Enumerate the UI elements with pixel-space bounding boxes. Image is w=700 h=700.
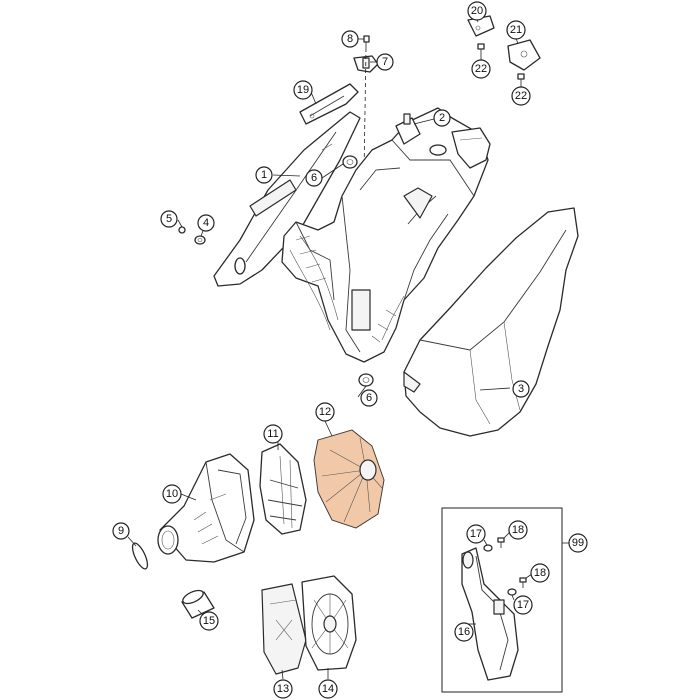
part-3-side-panel: [403, 207, 579, 437]
callout-18-a[interactable]: 18: [508, 520, 528, 540]
part-6-grommet-upper: [342, 155, 358, 169]
svg-text:18: 18: [534, 567, 546, 579]
callout-7[interactable]: 7: [376, 53, 394, 71]
airbox-housing: [281, 107, 491, 363]
part-17-washer-b: [507, 588, 517, 596]
part-1-side-cover: [213, 111, 361, 287]
part-11-filter-cage: [259, 443, 307, 535]
svg-text:6: 6: [366, 392, 372, 404]
callout-12[interactable]: 12: [315, 402, 335, 422]
svg-text:9: 9: [118, 525, 124, 537]
callout-99[interactable]: 99: [568, 533, 588, 553]
callout-6-lower[interactable]: 6: [360, 389, 378, 407]
part-15-sleeve: [181, 589, 215, 619]
part-14-filter-screen: [301, 575, 357, 671]
svg-text:16: 16: [458, 626, 470, 638]
callout-22-a[interactable]: 22: [471, 59, 491, 79]
callout-20[interactable]: 20: [467, 1, 487, 21]
callout-15[interactable]: 15: [199, 611, 219, 631]
svg-text:5: 5: [166, 213, 172, 225]
callout-17-b[interactable]: 17: [513, 595, 533, 615]
svg-text:99: 99: [572, 537, 584, 549]
svg-text:13: 13: [277, 683, 289, 695]
callout-14[interactable]: 14: [318, 679, 338, 699]
part-9-clamp: [131, 542, 149, 570]
part-12-air-filter: [313, 429, 385, 529]
part-4-grommet: [194, 235, 206, 245]
part-22-screw-a: [477, 43, 485, 56]
svg-text:22: 22: [475, 63, 487, 75]
callout-10[interactable]: 10: [162, 484, 182, 504]
svg-text:10: 10: [166, 488, 178, 500]
svg-text:6: 6: [311, 172, 317, 184]
part-6-grommet-lower: [358, 373, 374, 387]
svg-text:21: 21: [510, 24, 522, 36]
callout-19[interactable]: 19: [293, 80, 313, 100]
callout-21[interactable]: 21: [506, 20, 526, 40]
callout-5[interactable]: 5: [160, 210, 178, 228]
svg-text:17: 17: [517, 599, 529, 611]
callout-1[interactable]: 1: [255, 166, 273, 184]
svg-text:11: 11: [267, 428, 278, 440]
part-18-screw-b: [519, 577, 527, 588]
svg-text:1: 1: [261, 169, 267, 181]
callout-8[interactable]: 8: [341, 30, 359, 48]
kit-99-frame: [441, 507, 563, 693]
svg-text:20: 20: [471, 5, 483, 17]
callout-18-b[interactable]: 18: [530, 563, 550, 583]
callout-13[interactable]: 13: [273, 679, 293, 699]
part-21-bracket: [507, 39, 541, 71]
part-16-duct: [461, 547, 519, 681]
callout-4[interactable]: 4: [197, 214, 215, 232]
svg-text:4: 4: [203, 217, 209, 229]
svg-text:3: 3: [518, 383, 524, 395]
svg-text:7: 7: [382, 56, 388, 68]
part-18-screw-a: [497, 537, 505, 548]
svg-text:12: 12: [319, 406, 331, 418]
part-5-screw: [178, 226, 186, 234]
callout-2[interactable]: 2: [433, 109, 451, 127]
callout-9[interactable]: 9: [112, 522, 130, 540]
callout-11[interactable]: 11: [263, 424, 283, 444]
svg-text:8: 8: [347, 33, 353, 45]
svg-text:18: 18: [512, 524, 524, 536]
callout-6-upper[interactable]: 6: [305, 169, 323, 187]
svg-text:15: 15: [203, 615, 215, 627]
part-13-filter-cover: [261, 583, 307, 675]
callout-17-a[interactable]: 17: [466, 524, 486, 544]
part-10-intake-boot: [157, 453, 255, 563]
callout-3[interactable]: 3: [512, 380, 530, 398]
callout-22-b[interactable]: 22: [511, 86, 531, 106]
svg-text:14: 14: [322, 683, 334, 695]
part-8-screw: [363, 35, 370, 48]
part-17-washer-a: [483, 544, 493, 552]
callout-16[interactable]: 16: [454, 622, 474, 642]
svg-text:22: 22: [515, 90, 527, 102]
svg-text:2: 2: [439, 112, 445, 124]
svg-text:17: 17: [470, 528, 482, 540]
part-22-screw-b: [517, 73, 525, 86]
part-19-strip: [299, 83, 359, 125]
svg-text:19: 19: [297, 84, 309, 96]
